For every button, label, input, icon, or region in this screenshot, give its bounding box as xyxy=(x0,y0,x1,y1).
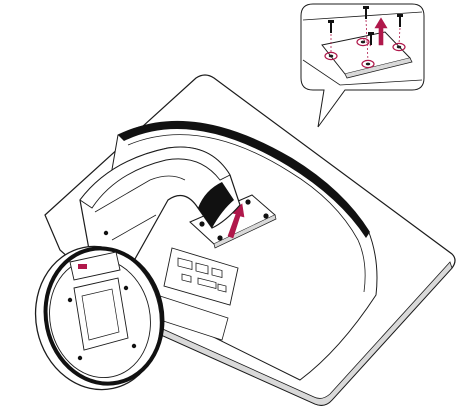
stand-neck xyxy=(79,146,241,276)
vesa-hole xyxy=(199,221,205,227)
stand-base-neck-socket xyxy=(69,251,121,281)
callout-hole xyxy=(396,45,402,49)
screw-shaft xyxy=(365,9,367,19)
stand-base-bolts xyxy=(67,285,137,361)
screw-head xyxy=(397,14,403,17)
screw xyxy=(368,32,374,45)
stand-base-bolt xyxy=(67,297,73,303)
monitor-cover-top-rim xyxy=(118,120,370,238)
stand-base xyxy=(34,245,165,391)
vesa-plate-lip xyxy=(213,214,277,249)
io-port xyxy=(181,273,192,283)
screw xyxy=(397,14,403,27)
stand-neck-top-face xyxy=(79,146,231,209)
io-port xyxy=(177,257,193,270)
stand-neck-hinge-shadow xyxy=(198,182,234,228)
screw-shaft xyxy=(330,23,332,33)
callout-hole xyxy=(360,40,366,44)
callout-mount-plate-lip xyxy=(344,57,413,79)
stand-base-release-tab xyxy=(78,264,87,269)
vesa-hole xyxy=(263,213,269,219)
screw xyxy=(328,20,334,33)
io-port xyxy=(195,262,209,275)
callout-bubble xyxy=(300,3,425,128)
screw-head xyxy=(363,6,369,9)
screw-head xyxy=(368,32,374,35)
vesa-hole xyxy=(245,199,251,205)
main-up-arrow xyxy=(227,203,245,239)
vesa-hole xyxy=(217,235,223,241)
stand-neck-screw xyxy=(103,230,109,236)
screw-head xyxy=(328,20,334,23)
guide-line xyxy=(362,38,372,47)
vesa-screw-holes xyxy=(199,199,269,241)
stand-base-bolt xyxy=(77,355,83,361)
stand-base-bolt xyxy=(123,285,129,291)
callout-panel-edge xyxy=(302,11,423,86)
callout-guide-lines xyxy=(330,19,401,62)
io-port xyxy=(197,277,217,289)
monitor-bevel-line xyxy=(127,134,366,293)
screw-shaft xyxy=(399,17,401,27)
stand-base-bolt xyxy=(131,343,137,349)
io-port xyxy=(217,283,227,293)
stand-base-inner-square xyxy=(81,288,120,341)
screw-shaft xyxy=(370,35,372,45)
callout-hole-ring xyxy=(356,37,370,47)
callout-hole xyxy=(328,54,334,58)
monitor-bottom-edge xyxy=(149,261,453,406)
guide-line xyxy=(398,27,401,45)
screw xyxy=(363,6,369,19)
stand-base-rim-shade xyxy=(43,246,165,386)
guide-line xyxy=(365,19,369,62)
callout-up-arrow xyxy=(374,17,388,46)
io-port xyxy=(211,267,223,278)
callout-hole-ring xyxy=(324,51,338,61)
stand-neck-side-line xyxy=(94,175,186,241)
callout-hole-ring xyxy=(392,42,406,52)
callout-screws xyxy=(328,6,403,45)
callout-hole xyxy=(365,62,371,66)
io-ports xyxy=(177,257,227,293)
